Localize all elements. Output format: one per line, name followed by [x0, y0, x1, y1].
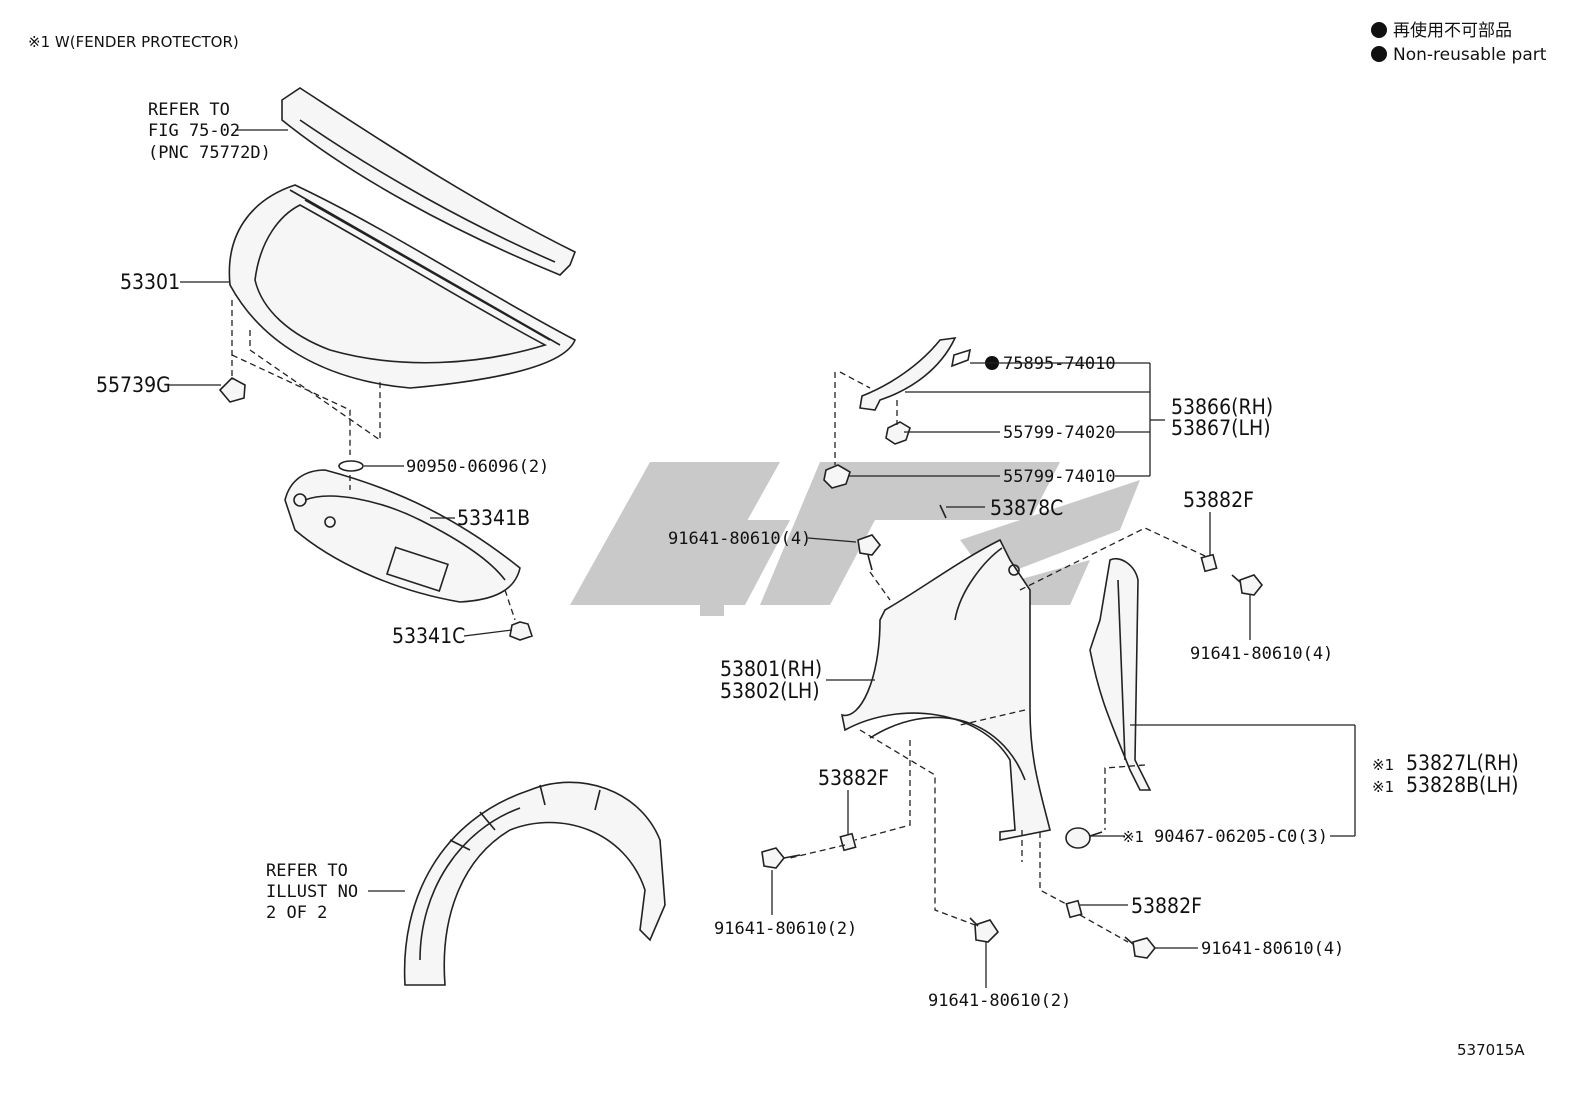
label-91641-lower-right: 91641-80610(4): [1201, 939, 1344, 959]
bolt-fender-top: [857, 534, 882, 571]
label-75895: 75895-74010: [1003, 354, 1116, 374]
header-note: ※1 W(FENDER PROTECTOR): [28, 33, 239, 51]
legend-dot-icon: [1371, 46, 1387, 62]
mark-53827L: ※1: [1372, 756, 1394, 774]
bolt-lower-mid: [969, 917, 1000, 943]
bolt-lower-left: [761, 847, 801, 869]
grommet-90950: [338, 460, 364, 472]
label-53301: 53301: [120, 270, 180, 294]
hood-ref-line3: (PNC 75772D): [148, 143, 271, 163]
label-91641-protector: 91641-80610(4): [1190, 644, 1333, 664]
mark-53828B: ※1: [1372, 778, 1394, 796]
legend-dot-icon: [1371, 22, 1387, 38]
legend-english: Non-reusable part: [1393, 45, 1547, 65]
label-55739G: 55739G: [96, 373, 171, 397]
fender-protector: [1089, 558, 1152, 791]
label-53802: 53802(LH): [720, 679, 820, 703]
label-53341B: 53341B: [457, 506, 530, 530]
label-90467: 90467-06205-C0(3): [1154, 827, 1328, 847]
label-53827L: 53827L(RH): [1406, 751, 1519, 775]
label-91641-top: 91641-80610(4): [668, 529, 811, 549]
label-55799-74010: 55799-74010: [1003, 467, 1116, 487]
nut-53882F-top: [1200, 553, 1218, 573]
label-91641-lower-left: 91641-80610(2): [714, 919, 857, 939]
hood-panel: [228, 184, 577, 389]
hood-garnish-strip: [281, 87, 577, 276]
label-53867: 53867(LH): [1171, 416, 1271, 440]
hood-ref-line1: REFER TO: [148, 100, 230, 120]
label-53801: 53801(RH): [720, 657, 822, 681]
label-53882F-mid: 53882F: [818, 766, 889, 790]
label-90950: 90950-06096(2): [406, 457, 549, 477]
bolt-lower-right: [1124, 936, 1157, 959]
pin-53878C: [939, 504, 947, 519]
hood-insulator: [284, 469, 521, 603]
figure-code: 537015A: [1457, 1041, 1525, 1059]
assembly-lines: [231, 300, 1206, 943]
clip-55799-74020: [885, 421, 911, 445]
label-53878C: 53878C: [990, 496, 1063, 520]
nut-53882F-low: [1065, 899, 1083, 919]
label-53882F-top: 53882F: [1183, 488, 1254, 512]
clip-90467: [1065, 827, 1103, 849]
label-53882F-low: 53882F: [1131, 894, 1202, 918]
liner-ref-line2: ILLUST NO: [266, 882, 358, 902]
legend-japanese: 再使用不可部品: [1393, 20, 1512, 41]
liner-ref-line3: 2 OF 2: [266, 903, 327, 923]
label-53866: 53866(RH): [1171, 395, 1273, 419]
leader-lines: [168, 129, 1356, 988]
label-53341C: 53341C: [392, 624, 465, 648]
nut-53882F-mid: [839, 832, 857, 852]
liner-ref-line1: REFER TO: [266, 861, 348, 881]
clip-53341C: [509, 621, 534, 641]
mark-90467: ※1: [1122, 828, 1144, 846]
clip-55799-74010: [823, 464, 851, 489]
label-91641-lower-mid: 91641-80610(2): [928, 991, 1071, 1011]
fender-seal: [859, 337, 972, 411]
wheel-liner: [403, 781, 666, 986]
front-fender: [840, 538, 1051, 841]
label-53828B: 53828B(LH): [1406, 773, 1519, 797]
bolt-protector: [1231, 574, 1264, 596]
hood-ref-line2: FIG 75-02: [148, 121, 240, 141]
label-55799-74020: 55799-74020: [1003, 423, 1116, 443]
hood-cushion-55739G: [218, 377, 246, 403]
